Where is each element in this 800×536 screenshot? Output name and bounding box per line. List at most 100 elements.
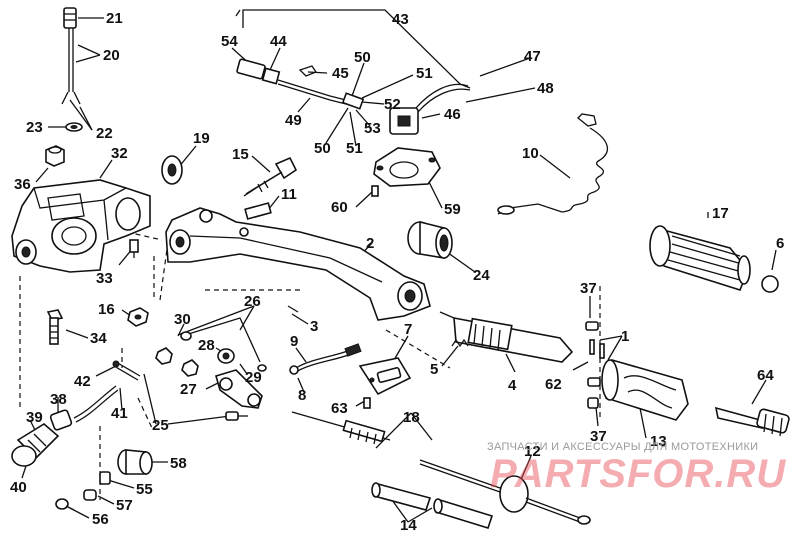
label-20: 20 (103, 47, 120, 64)
part-29-washer (257, 364, 267, 372)
part-11-clip (244, 202, 272, 220)
label-43: 43 (392, 11, 409, 28)
label-30: 30 (174, 311, 191, 328)
label-47: 47 (524, 48, 541, 65)
label-34: 34 (90, 330, 107, 347)
label-28: 28 (198, 337, 215, 354)
label-9: 9 (290, 333, 298, 350)
label-53: 53 (364, 120, 381, 137)
part-6-cap (761, 275, 779, 293)
part-36-nut (45, 145, 65, 167)
label-32: 32 (111, 145, 128, 162)
label-16: 16 (98, 301, 115, 318)
part-24-sleeve (407, 220, 453, 259)
label-4: 4 (508, 377, 517, 394)
part-15-bolt (243, 156, 298, 197)
part-27-lever (215, 369, 263, 409)
label-7: 7 (404, 321, 412, 338)
part-12-cable-end (499, 475, 591, 525)
label-14: 14 (400, 517, 417, 534)
label-25: 25 (152, 417, 169, 434)
part-10-lanyard (497, 113, 609, 215)
part-33-screw (129, 239, 139, 258)
label-36: 36 (14, 176, 31, 193)
label-48: 48 (537, 80, 554, 97)
part-5-spring (451, 338, 469, 348)
part-16-nut (127, 307, 149, 327)
part-53-terminal (341, 92, 365, 110)
label-26: 26 (244, 293, 261, 310)
label-37a: 37 (580, 280, 597, 297)
part-19-bushing (161, 155, 183, 185)
label-52: 52 (384, 96, 401, 113)
label-44: 44 (270, 33, 287, 50)
part-9-8-wire (289, 343, 362, 375)
label-33: 33 (96, 270, 113, 287)
label-6: 6 (776, 235, 784, 252)
label-2: 2 (366, 235, 374, 252)
label-22: 22 (96, 125, 113, 142)
label-23: 23 (26, 119, 43, 136)
part-58-bushing (117, 449, 153, 475)
callout-labels: 21 20 22 23 36 32 19 15 11 33 16 34 43 5… (10, 10, 784, 534)
label-42: 42 (74, 373, 91, 390)
part-2-tiller-arm (165, 207, 431, 321)
label-27: 27 (180, 381, 197, 398)
leader-lines (21, 9, 777, 523)
label-17: 17 (712, 205, 729, 222)
part-49-wire (277, 79, 347, 105)
label-1: 1 (621, 328, 629, 345)
label-63: 63 (331, 400, 348, 417)
label-46: 46 (444, 106, 461, 123)
label-10: 10 (522, 145, 539, 162)
part-34-bolt (46, 309, 64, 345)
part-42-41-wires (73, 360, 141, 423)
label-19: 19 (193, 130, 210, 147)
label-45: 45 (332, 65, 349, 82)
watermark-subtitle: ЗАПЧАСТИ И АКСЕССУАРЫ ДЛЯ МОТОТЕХНИКИ (487, 441, 759, 453)
label-41: 41 (111, 405, 128, 422)
label-60: 60 (331, 199, 348, 216)
label-11: 11 (281, 186, 297, 203)
part-60-screw (371, 185, 379, 197)
label-18: 18 (403, 409, 420, 426)
part-21-connector (63, 7, 77, 29)
label-57: 57 (116, 497, 133, 514)
part-54-44-connector (236, 58, 281, 85)
label-15: 15 (232, 146, 249, 163)
part-63-screw (363, 397, 371, 409)
part-25-screw (225, 411, 248, 421)
label-54: 54 (221, 33, 238, 50)
part-32-throttle-housing (11, 179, 151, 273)
label-39: 39 (26, 409, 43, 426)
part-7-switch-plate (358, 357, 412, 396)
part-17-grip (649, 225, 751, 291)
label-64: 64 (757, 367, 774, 384)
part-26-linkage (181, 317, 261, 363)
label-55: 55 (136, 481, 153, 498)
part-3-pin (287, 305, 299, 313)
part-4-shaft (439, 311, 574, 363)
label-38: 38 (50, 391, 67, 408)
label-37b: 37 (590, 428, 607, 445)
part-nut-small (155, 347, 199, 377)
part-55-57-56-fasteners (55, 471, 111, 511)
part-18-cable (291, 411, 501, 493)
label-21: 21 (106, 10, 123, 27)
label-51a: 51 (416, 65, 433, 82)
part-1-62-37-pins (585, 321, 605, 409)
part-64-valve (714, 406, 790, 437)
part-28-washer (217, 348, 235, 364)
label-62: 62 (545, 376, 562, 393)
label-40: 40 (10, 479, 27, 496)
label-12: 12 (524, 443, 541, 460)
part-20-wires (61, 28, 81, 105)
label-13: 13 (650, 433, 667, 450)
label-51b: 51 (346, 140, 363, 157)
label-56: 56 (92, 511, 109, 528)
label-24: 24 (473, 267, 490, 284)
part-14-tubes (371, 482, 494, 529)
label-8: 8 (298, 387, 306, 404)
